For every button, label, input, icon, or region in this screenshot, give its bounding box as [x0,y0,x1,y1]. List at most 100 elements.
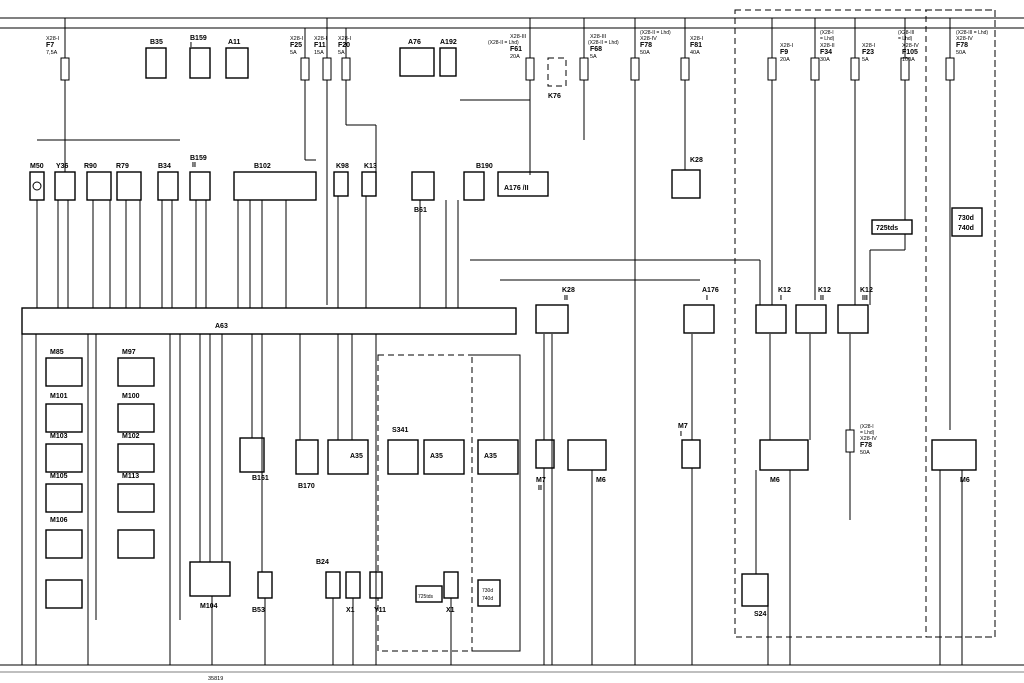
fuse-f7 [60,57,70,81]
component-r90 [86,171,112,201]
component-m50 [29,171,45,201]
component-y36 [54,171,76,201]
relay-k13 [361,171,377,197]
motor-m106 [45,529,83,559]
svg-text:740d: 740d [482,596,493,602]
svg-text:5A: 5A [862,57,869,63]
svg-text:F11: F11 [314,42,326,49]
svg-text:B170: B170 [298,483,315,490]
svg-text:II: II [564,295,568,302]
svg-text:M85: M85 [50,349,64,356]
svg-text:F20: F20 [338,42,350,49]
svg-text:F25: F25 [290,42,302,49]
svg-text:M105: M105 [50,473,68,480]
svg-text:I: I [680,431,682,438]
svg-text:100A: 100A [902,57,915,63]
motor-m106b [45,579,83,609]
component-b35 [145,47,167,79]
svg-text:X28-IV: X28-IV [902,43,919,49]
fuse-f34 [810,57,820,81]
svg-text:K28: K28 [690,157,703,164]
svg-text:F81: F81 [690,42,702,49]
svg-text:M50: M50 [30,163,44,170]
svg-text:F9: F9 [780,49,788,56]
module-a35-b [423,439,465,475]
motor-m104 [189,561,231,597]
fuse-f11 [322,57,332,81]
region-730d-box [925,9,996,638]
svg-text:K12: K12 [860,287,873,294]
svg-text:B53: B53 [252,607,265,614]
component-a176-ii [497,171,549,197]
fuse-f81 [680,57,690,81]
svg-text:5A: 5A [290,50,297,56]
svg-text:M6: M6 [770,477,780,484]
svg-text:M7: M7 [678,423,688,430]
connector-x1-b [443,571,459,599]
svg-text:F78: F78 [860,442,872,449]
variant-730d-lower [477,579,501,607]
svg-text:F68: F68 [590,46,602,53]
svg-text:(X28-III = Lhd): (X28-III = Lhd) [956,30,988,36]
svg-text:B102: B102 [254,163,271,170]
component-a176-i [683,304,715,334]
svg-text:M97: M97 [122,349,136,356]
svg-text:(X28-I: (X28-I [860,424,874,430]
motor-m7-ii [535,439,555,469]
svg-text:S24: S24 [754,611,767,618]
svg-text:A176 /II: A176 /II [504,185,529,192]
svg-text:K13: K13 [364,163,377,170]
svg-text:X28-III: X28-III [590,34,607,40]
component-b190 [463,171,485,201]
svg-text:15A: 15A [314,50,324,56]
component-b161 [239,437,265,473]
fuse-f61 [525,57,535,81]
svg-text:F78: F78 [956,42,968,49]
svg-text:B159: B159 [190,35,207,42]
svg-text:730d: 730d [482,588,493,594]
svg-text:M101: M101 [50,393,68,400]
motor-m101 [45,403,83,433]
svg-text:B24: B24 [316,559,329,566]
module-a35-a [327,439,369,475]
lower-left-motors [45,357,319,609]
component-k76 [547,57,567,87]
svg-text:S341: S341 [392,427,408,434]
svg-text:III: III [862,295,868,302]
svg-text:A176: A176 [702,287,719,294]
labels: X28-I F7 7,5A X28-I F25 5A X28-I F11 15A… [30,30,988,682]
svg-text:40A: 40A [690,50,700,56]
svg-text:50A: 50A [956,50,966,56]
svg-text:X28-I: X28-I [46,36,60,42]
svg-text:F34: F34 [820,49,832,56]
motor-m7-i [681,439,701,469]
svg-text:= Lhd): = Lhd) [860,430,875,436]
component-b53 [257,571,273,599]
svg-text:B161: B161 [252,475,269,482]
component-b170 [295,439,319,475]
fuse-f20 [341,57,351,81]
relay-k98 [333,171,349,197]
switch-s24 [741,573,769,607]
svg-text:X28-I: X28-I [690,36,704,42]
svg-text:A192: A192 [440,39,457,46]
svg-text:= Lhd): = Lhd) [820,36,835,42]
motor-m6-left [567,439,607,471]
svg-text:M106: M106 [50,517,68,524]
svg-text:5A: 5A [590,54,597,60]
svg-text:X28-III: X28-III [510,34,527,40]
relay-k28 [671,169,701,199]
svg-text:R90: R90 [84,163,97,170]
svg-text:F61: F61 [510,46,522,53]
svg-text:M103: M103 [50,433,68,440]
motor-m103 [45,443,83,473]
svg-text:B35: B35 [150,39,163,46]
svg-text:20A: 20A [780,57,790,63]
component-r79 [116,171,142,201]
svg-text:A35: A35 [350,453,363,460]
relay-k12-iii [837,304,869,334]
motor-m100 [117,403,155,433]
svg-text:K28: K28 [562,287,575,294]
component-a76 [399,47,435,77]
fuse-f23 [850,57,860,81]
